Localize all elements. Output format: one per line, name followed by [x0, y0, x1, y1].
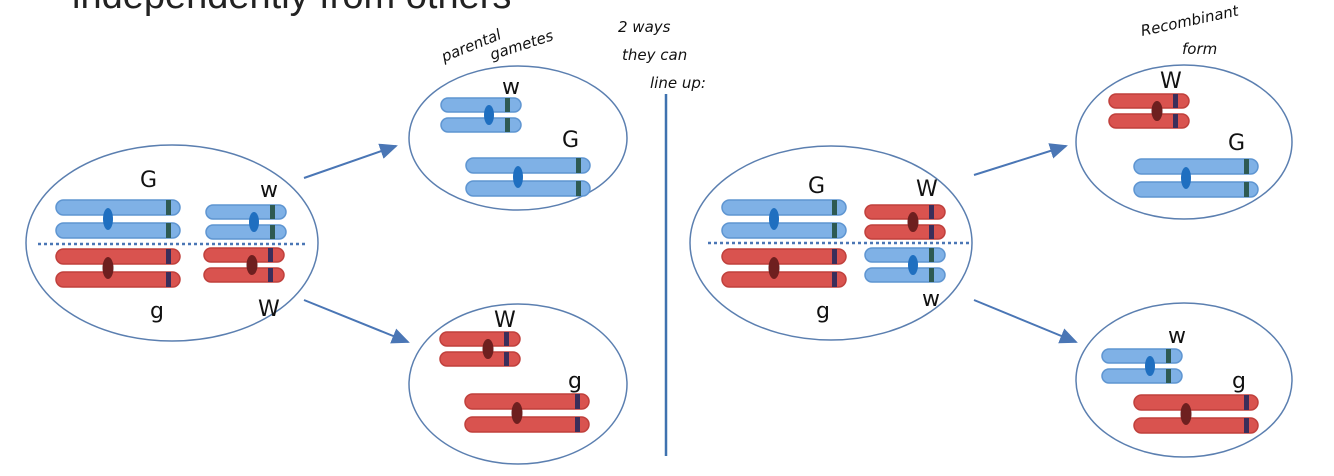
- allele-label: W: [494, 308, 516, 333]
- allele-label: G: [1228, 131, 1245, 156]
- arrow-to-right-gamete-top: [973, 143, 1068, 176]
- right-gamete-bottom-cell: [1075, 302, 1293, 458]
- annotation-form: form: [1182, 40, 1217, 58]
- arrow-to-right-gamete-bottom: [973, 299, 1078, 344]
- allele-label: w: [260, 178, 278, 203]
- right-parent-red-short-chromosome: [864, 204, 946, 240]
- allele-label: G: [808, 174, 825, 199]
- left-gamete-top-cell: [408, 65, 628, 211]
- left-parent-cell: [25, 144, 319, 342]
- slide-title: independently from others: [72, 0, 511, 17]
- right-gamete-top-cell: [1075, 64, 1293, 220]
- allele-label: w: [922, 287, 940, 312]
- left-parent-red-long-chromosome: [55, 248, 181, 288]
- allele-label: g: [568, 369, 582, 394]
- right-parent-blue-long-chromosome: [721, 199, 847, 239]
- right-gamete-top-red-short-chromosome: [1108, 93, 1190, 129]
- allele-label: W: [916, 177, 938, 202]
- left-gamete-bottom-red-long-chromosome: [464, 393, 590, 433]
- arrow-to-left-gamete-top: [303, 143, 398, 179]
- allele-label: g: [1232, 369, 1246, 394]
- right-parent-red-long-chromosome: [721, 248, 847, 288]
- right-gamete-bottom-blue-short-chromosome: [1101, 348, 1183, 384]
- allele-label: W: [258, 297, 280, 322]
- allele-label: g: [150, 299, 164, 324]
- right-parent-cell: [689, 145, 973, 341]
- left-gamete-bottom-cell: [408, 303, 628, 465]
- right-gamete-top-blue-long-chromosome: [1133, 158, 1259, 198]
- left-parent-blue-long-chromosome: [55, 199, 181, 239]
- left-gamete-bottom-red-short-chromosome: [439, 331, 521, 367]
- allele-label: w: [502, 75, 520, 100]
- left-parent-blue-short-chromosome: [205, 204, 287, 240]
- annotation-recombinant: Recombinant: [1139, 1, 1241, 40]
- annotation-two-ways: 2 ways: [618, 18, 671, 36]
- left-gamete-top-blue-short-chromosome: [440, 97, 522, 133]
- allele-label: g: [816, 299, 830, 324]
- allele-label: w: [1168, 324, 1186, 349]
- right-parent-blue-short-chromosome: [864, 247, 946, 283]
- annotation-line-up: line up:: [650, 74, 706, 92]
- annotation-they-can: they can: [622, 46, 687, 64]
- allele-label: W: [1160, 69, 1182, 94]
- left-parent-red-short-chromosome: [203, 247, 285, 283]
- right-gamete-bottom-red-long-chromosome: [1133, 394, 1259, 434]
- allele-label: G: [562, 128, 579, 153]
- allele-label: G: [140, 168, 157, 193]
- arrow-to-left-gamete-bottom: [303, 299, 410, 344]
- left-gamete-top-blue-long-chromosome: [465, 157, 591, 197]
